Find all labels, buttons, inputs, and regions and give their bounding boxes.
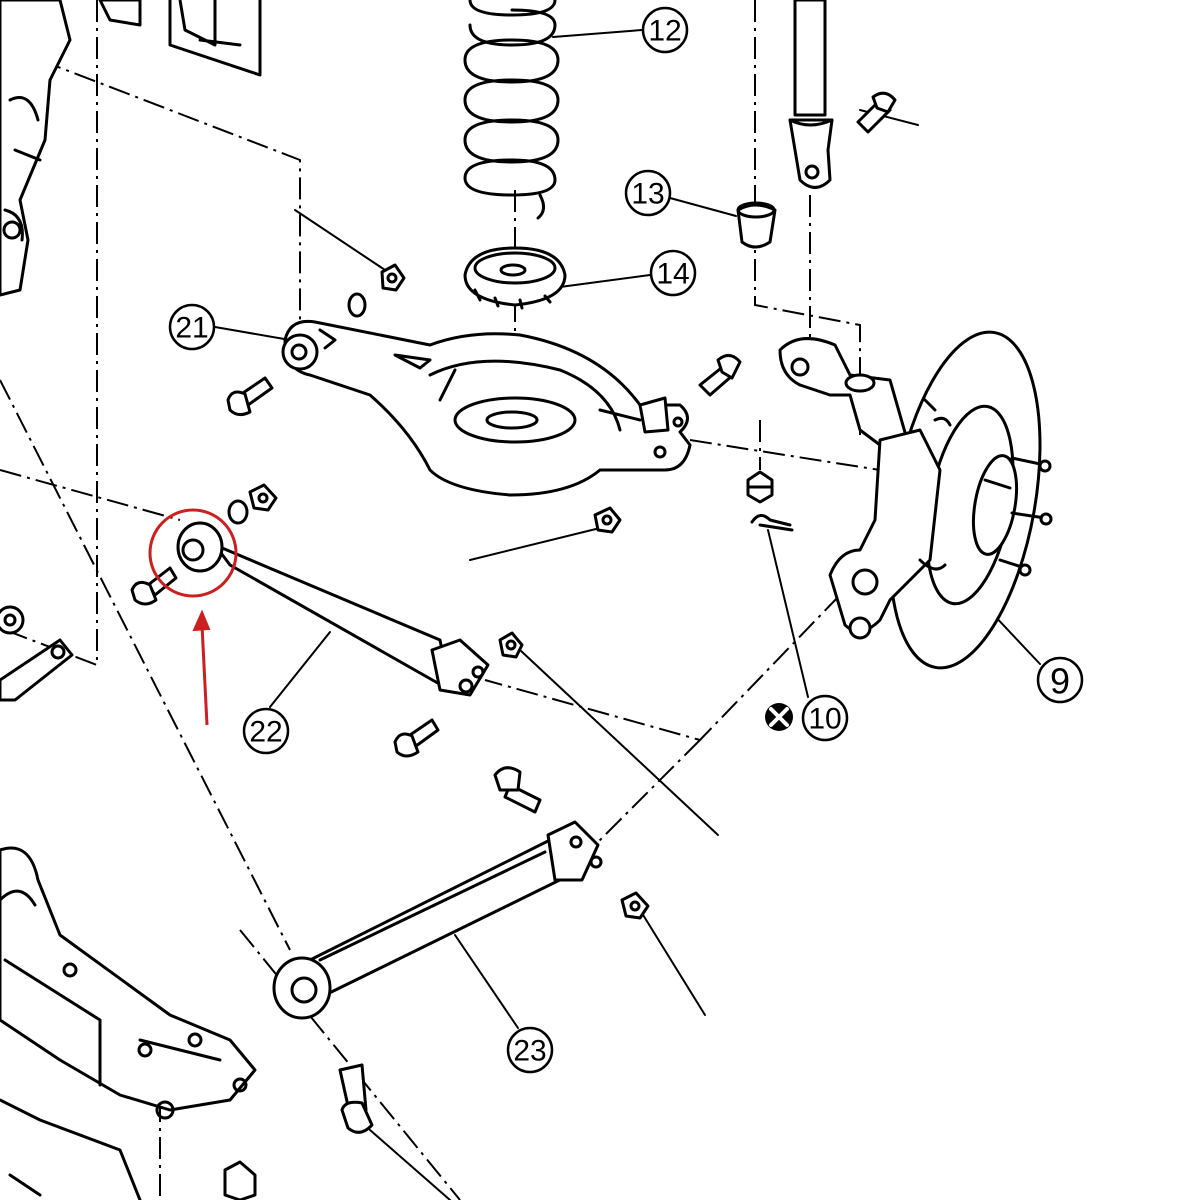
arm-nut-top bbox=[347, 263, 406, 318]
lower-link-nut bbox=[620, 891, 650, 920]
lower-link bbox=[272, 820, 603, 1020]
callout-10-label: 10 bbox=[808, 703, 841, 736]
lower-control-arm bbox=[281, 319, 692, 497]
coil-spring bbox=[463, 0, 560, 220]
lower-link-bolt-top bbox=[493, 766, 542, 814]
upper-link bbox=[176, 521, 490, 697]
highlight-arrow-shaft bbox=[200, 624, 209, 726]
castle-nut bbox=[746, 470, 774, 504]
callout-9: 9 bbox=[1036, 656, 1084, 704]
callout-13-label: 13 bbox=[631, 178, 664, 211]
callout-14: 14 bbox=[649, 249, 697, 297]
callout-23-label: 23 bbox=[513, 1035, 546, 1068]
crossmember-lower-left bbox=[0, 846, 257, 1200]
lower-link-bolt-bottom bbox=[338, 1063, 374, 1134]
shock-absorber bbox=[788, 0, 834, 189]
circled-x-icon bbox=[765, 703, 793, 731]
subframe-upper-left bbox=[0, 0, 262, 297]
highlight-annotation bbox=[148, 508, 238, 726]
callout-21: 21 bbox=[168, 303, 216, 351]
callout-22-label: 22 bbox=[249, 716, 282, 749]
shock-bolt bbox=[856, 91, 897, 134]
link-washer-nut bbox=[227, 483, 278, 525]
callout-22: 22 bbox=[242, 707, 290, 755]
callout-12-label: 12 bbox=[648, 15, 681, 48]
highlight-circle bbox=[148, 508, 238, 598]
callout-10: 10 bbox=[801, 694, 849, 742]
callout-13: 13 bbox=[624, 169, 672, 217]
highlight-arrow-head bbox=[192, 609, 211, 632]
callout-12: 12 bbox=[641, 6, 689, 54]
arm-bolt-left bbox=[226, 376, 274, 417]
link-bolt-rear bbox=[393, 718, 440, 758]
knuckle-and-hub bbox=[778, 330, 1053, 670]
leader-lines bbox=[214, 29, 1041, 1200]
link-nut-rear bbox=[498, 631, 524, 659]
left-bracket bbox=[0, 605, 74, 702]
callout-14-label: 14 bbox=[656, 258, 689, 291]
callout-21-label: 21 bbox=[175, 312, 208, 345]
arm-nut-bottom bbox=[593, 506, 622, 534]
callout-9-label: 9 bbox=[1050, 661, 1070, 702]
bump-stop bbox=[736, 201, 777, 249]
bottom-nut bbox=[223, 1160, 257, 1200]
spring-seat bbox=[463, 246, 567, 310]
cotter-pin bbox=[750, 514, 794, 532]
callout-23: 23 bbox=[506, 1026, 554, 1074]
arm-bolt-right bbox=[698, 354, 742, 397]
